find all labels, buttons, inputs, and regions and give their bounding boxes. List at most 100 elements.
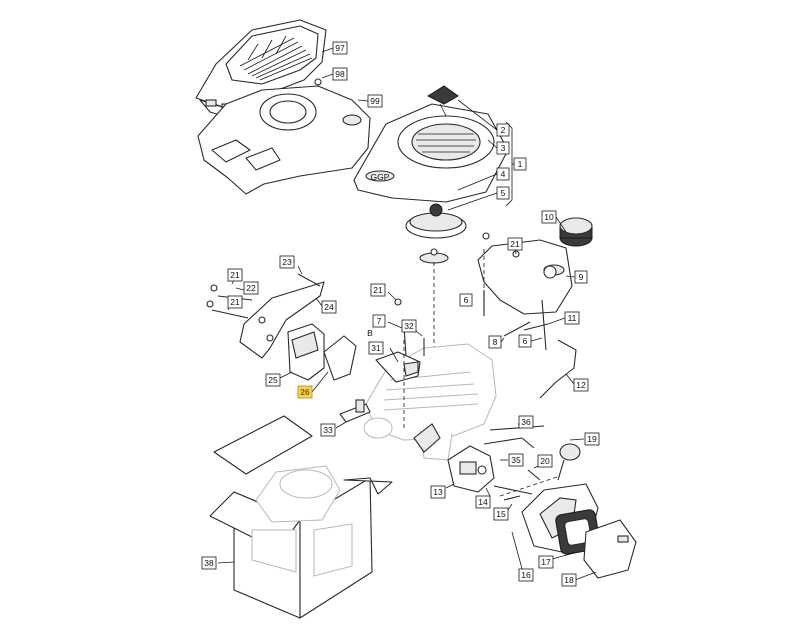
svg-text:3: 3 <box>501 143 506 153</box>
starter-handle <box>426 85 459 117</box>
cylinder-studs <box>394 298 425 357</box>
svg-text:21: 21 <box>373 285 383 295</box>
svg-text:25: 25 <box>268 375 278 385</box>
svg-text:17: 17 <box>541 557 551 567</box>
svg-text:12: 12 <box>576 380 586 390</box>
svg-text:23: 23 <box>282 257 292 267</box>
svg-text:21: 21 <box>230 297 240 307</box>
ignition-coil <box>375 351 421 383</box>
muffler-body <box>287 323 325 381</box>
svg-text:2: 2 <box>501 125 506 135</box>
callout-6-lower: 6 <box>518 334 532 348</box>
svg-text:6: 6 <box>464 295 469 305</box>
callout-97: 97 <box>332 41 348 55</box>
carb-gasket <box>413 423 441 453</box>
svg-text:8: 8 <box>493 337 498 347</box>
svg-text:16: 16 <box>521 570 531 580</box>
callout-7: 7 <box>372 314 386 328</box>
callout-26: 26 <box>297 385 313 399</box>
callout-22: 22 <box>243 281 259 295</box>
svg-text:33: 33 <box>323 425 333 435</box>
svg-text:13: 13 <box>433 487 443 497</box>
b-marker-label: B <box>367 328 373 338</box>
engine-base-shroud <box>197 85 371 195</box>
svg-text:32: 32 <box>404 321 414 331</box>
callout-17: 17 <box>538 555 554 569</box>
carburetor <box>447 445 495 493</box>
callout-19: 19 <box>584 432 600 446</box>
callout-99: 99 <box>367 94 383 108</box>
fuel-line <box>539 339 577 399</box>
callout-20: 20 <box>537 454 553 468</box>
svg-text:22: 22 <box>246 283 256 293</box>
dashed-alignment <box>403 246 561 497</box>
callout-21-center: 21 <box>370 283 386 297</box>
spark-plug <box>339 399 371 423</box>
svg-text:6: 6 <box>523 336 528 346</box>
callout-18: 18 <box>561 573 577 587</box>
svg-text:35: 35 <box>511 455 521 465</box>
svg-text:19: 19 <box>587 434 597 444</box>
callout-35: 35 <box>508 453 524 467</box>
primer-bulb <box>557 443 581 481</box>
svg-text:97: 97 <box>335 43 345 53</box>
svg-text:10: 10 <box>544 212 554 222</box>
tank-studs <box>482 232 549 351</box>
cover-grille <box>239 35 313 81</box>
callout-13: 13 <box>430 485 446 499</box>
leader-lines <box>217 47 597 581</box>
callout-21-tank: 21 <box>507 237 523 251</box>
svg-text:24: 24 <box>324 302 334 312</box>
callouts: 97 98 99 2 1 3 4 5 10 21 9 6 11 8 6 12 2… <box>201 41 600 587</box>
fuel-cap <box>559 217 593 247</box>
svg-text:15: 15 <box>496 509 506 519</box>
primer-tube <box>527 469 541 481</box>
air-filter-cover <box>583 519 637 579</box>
callout-23: 23 <box>279 255 295 269</box>
muffler-shield <box>239 281 325 359</box>
muffler-gasket <box>323 335 357 381</box>
throttle-cables <box>483 425 545 501</box>
cover-logo: GGP <box>371 172 390 182</box>
callout-12: 12 <box>573 378 589 392</box>
callout-5: 5 <box>496 186 510 200</box>
callout-2: 2 <box>496 123 510 137</box>
svg-text:4: 4 <box>501 169 506 179</box>
svg-text:38: 38 <box>204 558 214 568</box>
svg-text:31: 31 <box>371 343 381 353</box>
callout-21-left-lower: 21 <box>227 295 243 309</box>
starter-cup <box>419 248 449 264</box>
callout-98: 98 <box>332 67 348 81</box>
callout-14: 14 <box>475 495 491 509</box>
callout-31: 31 <box>368 341 384 355</box>
callout-4: 4 <box>496 167 510 181</box>
callout-33: 33 <box>320 423 336 437</box>
callout-32: 32 <box>401 319 417 333</box>
callout-24: 24 <box>321 300 337 314</box>
callout-16: 16 <box>518 568 534 582</box>
svg-text:7: 7 <box>377 316 382 326</box>
svg-text:14: 14 <box>478 497 488 507</box>
callout-15: 15 <box>493 507 509 521</box>
starter-fins <box>416 133 476 153</box>
callout-38: 38 <box>201 556 217 570</box>
callout-36: 36 <box>518 415 534 429</box>
svg-text:99: 99 <box>370 96 380 106</box>
fuel-tank <box>477 239 573 315</box>
cover-bolt <box>314 78 322 86</box>
svg-text:11: 11 <box>568 313 577 323</box>
svg-text:20: 20 <box>540 456 550 466</box>
packaging-box <box>209 415 393 619</box>
svg-text:98: 98 <box>335 69 345 79</box>
callout-3: 3 <box>496 141 510 155</box>
starter-pulley <box>405 203 467 239</box>
svg-text:36: 36 <box>521 417 531 427</box>
box-contents <box>251 465 353 577</box>
callout-25: 25 <box>265 373 281 387</box>
svg-text:26: 26 <box>300 387 310 397</box>
callout-1: 1 <box>513 157 527 171</box>
callout-6-upper: 6 <box>459 293 473 307</box>
svg-text:5: 5 <box>501 188 506 198</box>
svg-text:1: 1 <box>518 159 523 169</box>
